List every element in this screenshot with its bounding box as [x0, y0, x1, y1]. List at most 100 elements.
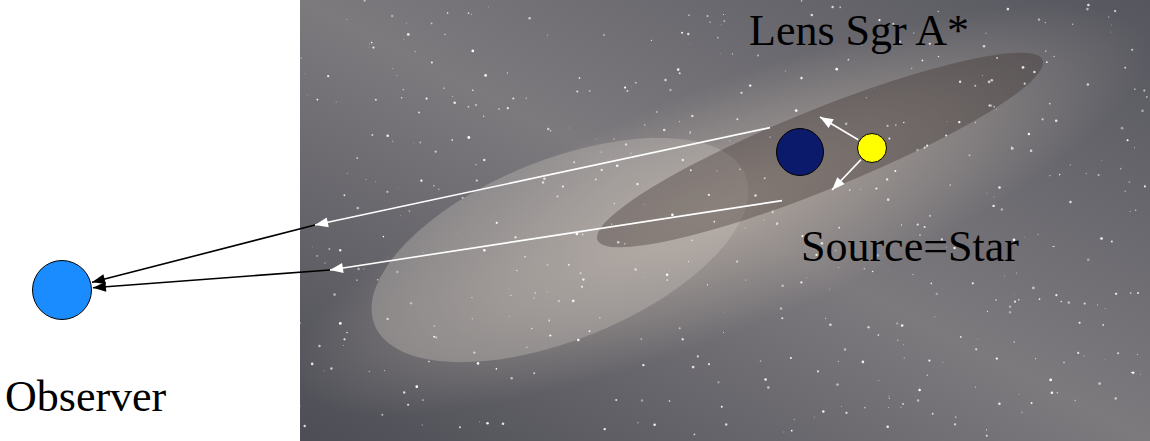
star-dot	[391, 15, 394, 18]
star-dot	[371, 42, 373, 44]
star-dot	[1045, 50, 1046, 51]
star-dot	[895, 124, 897, 126]
star-dot	[403, 391, 405, 393]
star-dot	[1007, 8, 1010, 11]
star-dot	[794, 419, 795, 420]
star-dot	[528, 17, 530, 19]
arrow-head	[315, 217, 329, 227]
star-dot	[452, 96, 453, 97]
star-dot	[995, 299, 997, 301]
star-dot	[369, 43, 371, 45]
star-dot	[444, 34, 445, 35]
star-dot	[579, 272, 581, 274]
star-dot	[986, 435, 988, 437]
star-dot	[484, 74, 487, 77]
milky-way-photo	[300, 0, 1150, 441]
star-dot	[549, 334, 551, 336]
lens-circle: Lens Sgr A*	[776, 128, 824, 176]
star-dot	[1011, 146, 1012, 147]
star-dot	[1059, 174, 1061, 176]
star-dot	[1038, 234, 1039, 235]
star-dot	[929, 215, 931, 217]
star-dot	[467, 136, 470, 139]
star-dot	[343, 345, 344, 346]
star-dot	[889, 398, 890, 399]
star-dot	[568, 264, 570, 266]
star-dot	[993, 196, 994, 197]
star-dot	[410, 302, 413, 305]
star-dot	[1132, 371, 1135, 374]
star-dot	[749, 84, 751, 86]
star-dot	[671, 213, 674, 216]
star-dot	[1102, 324, 1104, 326]
star-dot	[624, 86, 626, 88]
star-dot	[886, 125, 888, 127]
star-dot	[1124, 191, 1126, 193]
arrow-head	[330, 263, 344, 273]
star-dot	[634, 268, 636, 270]
star-dot	[383, 236, 385, 238]
star-dot	[371, 134, 373, 136]
star-dot	[483, 116, 485, 118]
star-dot	[300, 405, 301, 406]
star-dot	[509, 316, 510, 317]
star-dot	[357, 268, 360, 271]
star-dot	[472, 318, 473, 319]
star-dot	[1131, 372, 1132, 373]
star-dot	[1108, 16, 1109, 17]
star-dot	[324, 262, 325, 263]
star-dot	[595, 138, 597, 140]
star-dot	[407, 404, 409, 406]
star-dot	[724, 311, 726, 313]
star-dot	[845, 122, 848, 125]
star-dot	[828, 288, 830, 290]
star-dot	[785, 71, 786, 72]
star-dot	[1130, 292, 1132, 294]
star-dot	[304, 73, 306, 75]
star-dot	[988, 104, 990, 106]
star-dot	[732, 53, 733, 54]
star-dot	[1001, 208, 1004, 211]
star-dot	[835, 68, 838, 71]
star-dot	[1137, 354, 1138, 355]
star-dot	[998, 402, 1001, 405]
star-dot	[1131, 49, 1133, 51]
star-dot	[993, 106, 995, 108]
star-dot	[613, 138, 615, 140]
star-dot	[1045, 22, 1046, 23]
node-label: Observer	[5, 373, 166, 421]
star-dot	[729, 140, 730, 141]
star-dot	[849, 189, 851, 191]
star-dot	[1079, 322, 1081, 324]
star-dot	[547, 128, 550, 131]
star-dot	[663, 129, 666, 132]
star-dot	[547, 34, 548, 35]
star-dot	[723, 20, 725, 22]
star-dot	[483, 159, 486, 162]
star-dot	[604, 428, 606, 430]
star-dot	[396, 271, 398, 273]
star-dot	[1105, 308, 1106, 309]
star-dot	[631, 85, 633, 87]
star-dot	[771, 211, 774, 214]
star-dot	[414, 51, 416, 53]
star-dot	[902, 403, 904, 405]
star-dot	[363, 268, 364, 269]
star-dot	[942, 361, 944, 363]
star-dot	[1011, 147, 1014, 150]
star-dot	[576, 90, 578, 92]
star-dot	[690, 169, 692, 171]
star-dot	[471, 50, 474, 53]
star-dot	[795, 109, 798, 112]
star-dot	[1144, 185, 1146, 187]
star-dot	[679, 72, 681, 74]
star-dot	[512, 97, 514, 99]
star-dot	[780, 307, 782, 309]
star-dot	[1022, 66, 1025, 69]
star-dot	[958, 121, 960, 123]
star-dot	[1134, 89, 1135, 90]
star-dot	[479, 421, 480, 422]
star-dot	[311, 363, 314, 366]
star-dot	[974, 85, 976, 87]
star-dot	[546, 264, 548, 266]
